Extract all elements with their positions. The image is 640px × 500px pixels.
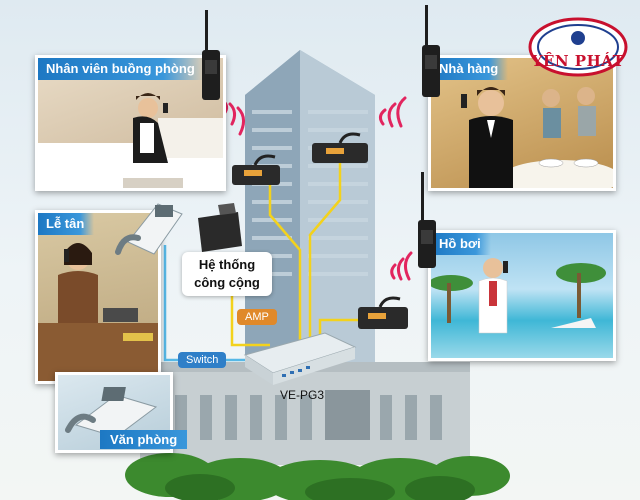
yen-phat-logo-icon: YÊN PHÁT bbox=[528, 16, 628, 78]
switch-tag: Switch bbox=[178, 352, 227, 368]
hotel-base bbox=[140, 362, 470, 465]
gateway-label: VE-PG3 bbox=[279, 388, 324, 402]
maid-scene-icon bbox=[38, 93, 223, 188]
logo-text: YÊN PHÁT bbox=[531, 52, 625, 70]
receptionist-scene-icon bbox=[38, 243, 158, 381]
logo-mark bbox=[528, 17, 628, 77]
panel-housekeeping: Nhân viên buồng phòng bbox=[35, 55, 226, 191]
panel-restaurant: Nhà hàng bbox=[428, 55, 616, 191]
panel-reception: Lễ tân bbox=[35, 210, 161, 384]
pa-system-line2: công cộng bbox=[194, 275, 260, 290]
panel-pool: Hồ bơi bbox=[428, 230, 616, 361]
panel-label-pool: Hồ bơi bbox=[431, 233, 491, 255]
waiter-scene-icon bbox=[461, 87, 613, 188]
pool-scene-icon bbox=[431, 258, 606, 334]
panel-label-restaurant: Nhà hàng bbox=[431, 58, 509, 80]
signal-waves-restaurant bbox=[378, 96, 407, 128]
signal-waves-pool bbox=[390, 251, 413, 281]
pa-system-box: Hệ thống công cộng bbox=[182, 252, 272, 296]
amp-tag: AMP bbox=[237, 309, 277, 325]
pa-system-line1: Hệ thống bbox=[198, 257, 256, 272]
panel-label-housekeeping: Nhân viên buồng phòng bbox=[38, 58, 205, 80]
panel-label-office: Văn phòng bbox=[100, 430, 188, 449]
panel-label-reception: Lễ tân bbox=[38, 213, 95, 235]
